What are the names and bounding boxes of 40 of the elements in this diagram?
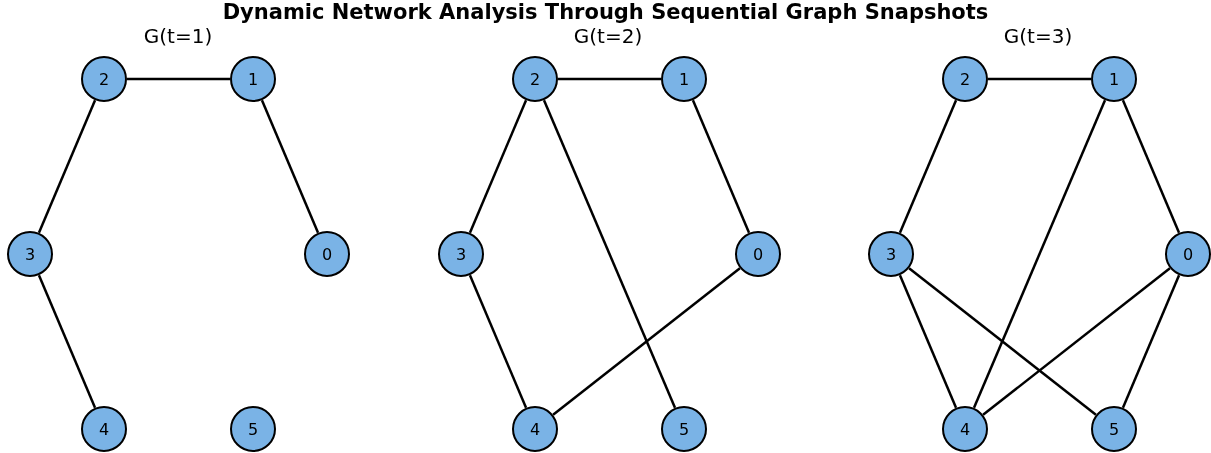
edge-line — [691, 99, 751, 234]
graph-node: 4 — [81, 406, 127, 452]
graph-node: 1 — [1091, 56, 1137, 102]
graph-node: 2 — [512, 56, 558, 102]
graph-node: 1 — [230, 56, 276, 102]
edge-line — [1121, 274, 1181, 409]
graph-node: 1 — [661, 56, 707, 102]
graph-node: 0 — [304, 231, 350, 277]
edge-line — [127, 77, 230, 81]
edge-line — [1121, 99, 1181, 234]
graph-node: 3 — [7, 231, 53, 277]
graph-node: 5 — [1091, 406, 1137, 452]
edge-line — [37, 99, 97, 234]
edge-line — [558, 77, 661, 81]
edge-line — [37, 274, 97, 409]
graph-node: 4 — [942, 406, 988, 452]
graph-node: 3 — [868, 231, 914, 277]
graph-node: 0 — [735, 231, 781, 277]
edge-line — [542, 99, 677, 409]
edge-line — [988, 77, 1091, 81]
graph-node: 5 — [661, 406, 707, 452]
graph-node: 3 — [438, 231, 484, 277]
graph-node: 5 — [230, 406, 276, 452]
edge-line — [468, 99, 528, 234]
panel-title: G(t=3) — [1003, 24, 1073, 48]
graph-node: 4 — [512, 406, 558, 452]
graph-node: 0 — [1165, 231, 1211, 277]
edge-line — [468, 274, 528, 409]
edge-line — [898, 274, 958, 409]
edge-line — [898, 99, 958, 234]
graph-node: 2 — [942, 56, 988, 102]
edge-line — [972, 99, 1107, 409]
panel-title: G(t=2) — [573, 24, 643, 48]
chart-title: Dynamic Network Analysis Through Sequential Graph Snapshots — [221, 0, 990, 24]
edge-line — [260, 99, 320, 234]
graph-node: 2 — [81, 56, 127, 102]
edge-line — [908, 267, 1097, 416]
panel-title: G(t=1) — [143, 24, 213, 48]
edge-line — [552, 267, 741, 416]
edge-line — [982, 267, 1171, 416]
